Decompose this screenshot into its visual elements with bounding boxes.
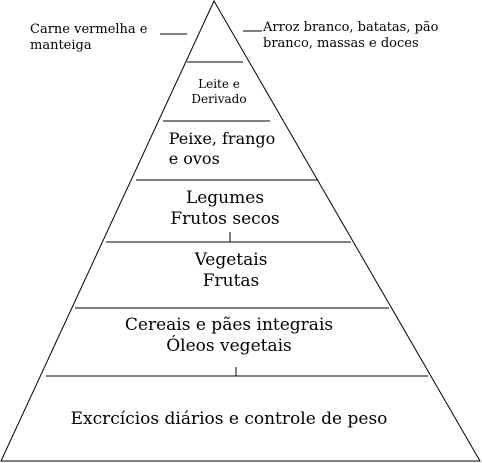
tier-legumes: Legumes Frutos secos (170, 188, 279, 231)
tier-cereals: Cereais e pães integrais Óleos vegetais (125, 315, 333, 358)
tier-cereals-line-1: Cereais e pães integrais (124, 315, 334, 335)
tier-dairy-line-2: Derivado (191, 92, 247, 106)
right-note-line-1: Arroz branco, batatas, pão (263, 20, 439, 35)
tier-cereals-line-2: Óleos vegetais (166, 336, 292, 357)
tier-dairy-line-1: Leite e (198, 77, 240, 91)
right-note-line-2: branco, massas e doces (263, 36, 419, 52)
tier-legumes-line-1: Legumes (185, 188, 265, 208)
tier-vegetables-line-1: Vegetais (194, 250, 268, 270)
tier-protein-line-1: Peixe, frango (168, 129, 276, 148)
tier-dairy: Leite e Derivado (191, 77, 246, 107)
right-side-note: Arroz branco, batatas, pão branco, massa… (263, 20, 439, 53)
tier-exercise-line-1: Excrcícios diários e controle de peso (70, 409, 388, 429)
tier-vegetables: Vegetais Frutas (195, 250, 268, 293)
tier-protein: Peixe, frango e ovos (169, 129, 276, 169)
left-side-note: Carne vermelha e manteiga (30, 22, 148, 55)
left-note-line-2: manteiga (30, 38, 92, 54)
tier-vegetables-line-2: Frutas (202, 271, 260, 292)
left-note-line-1: Carne vermelha e (30, 22, 148, 37)
tier-legumes-line-2: Frutos secos (170, 209, 280, 230)
tier-protein-line-2: e ovos (168, 149, 220, 168)
tier-exercise: Excrcícios diários e controle de peso (71, 409, 388, 430)
